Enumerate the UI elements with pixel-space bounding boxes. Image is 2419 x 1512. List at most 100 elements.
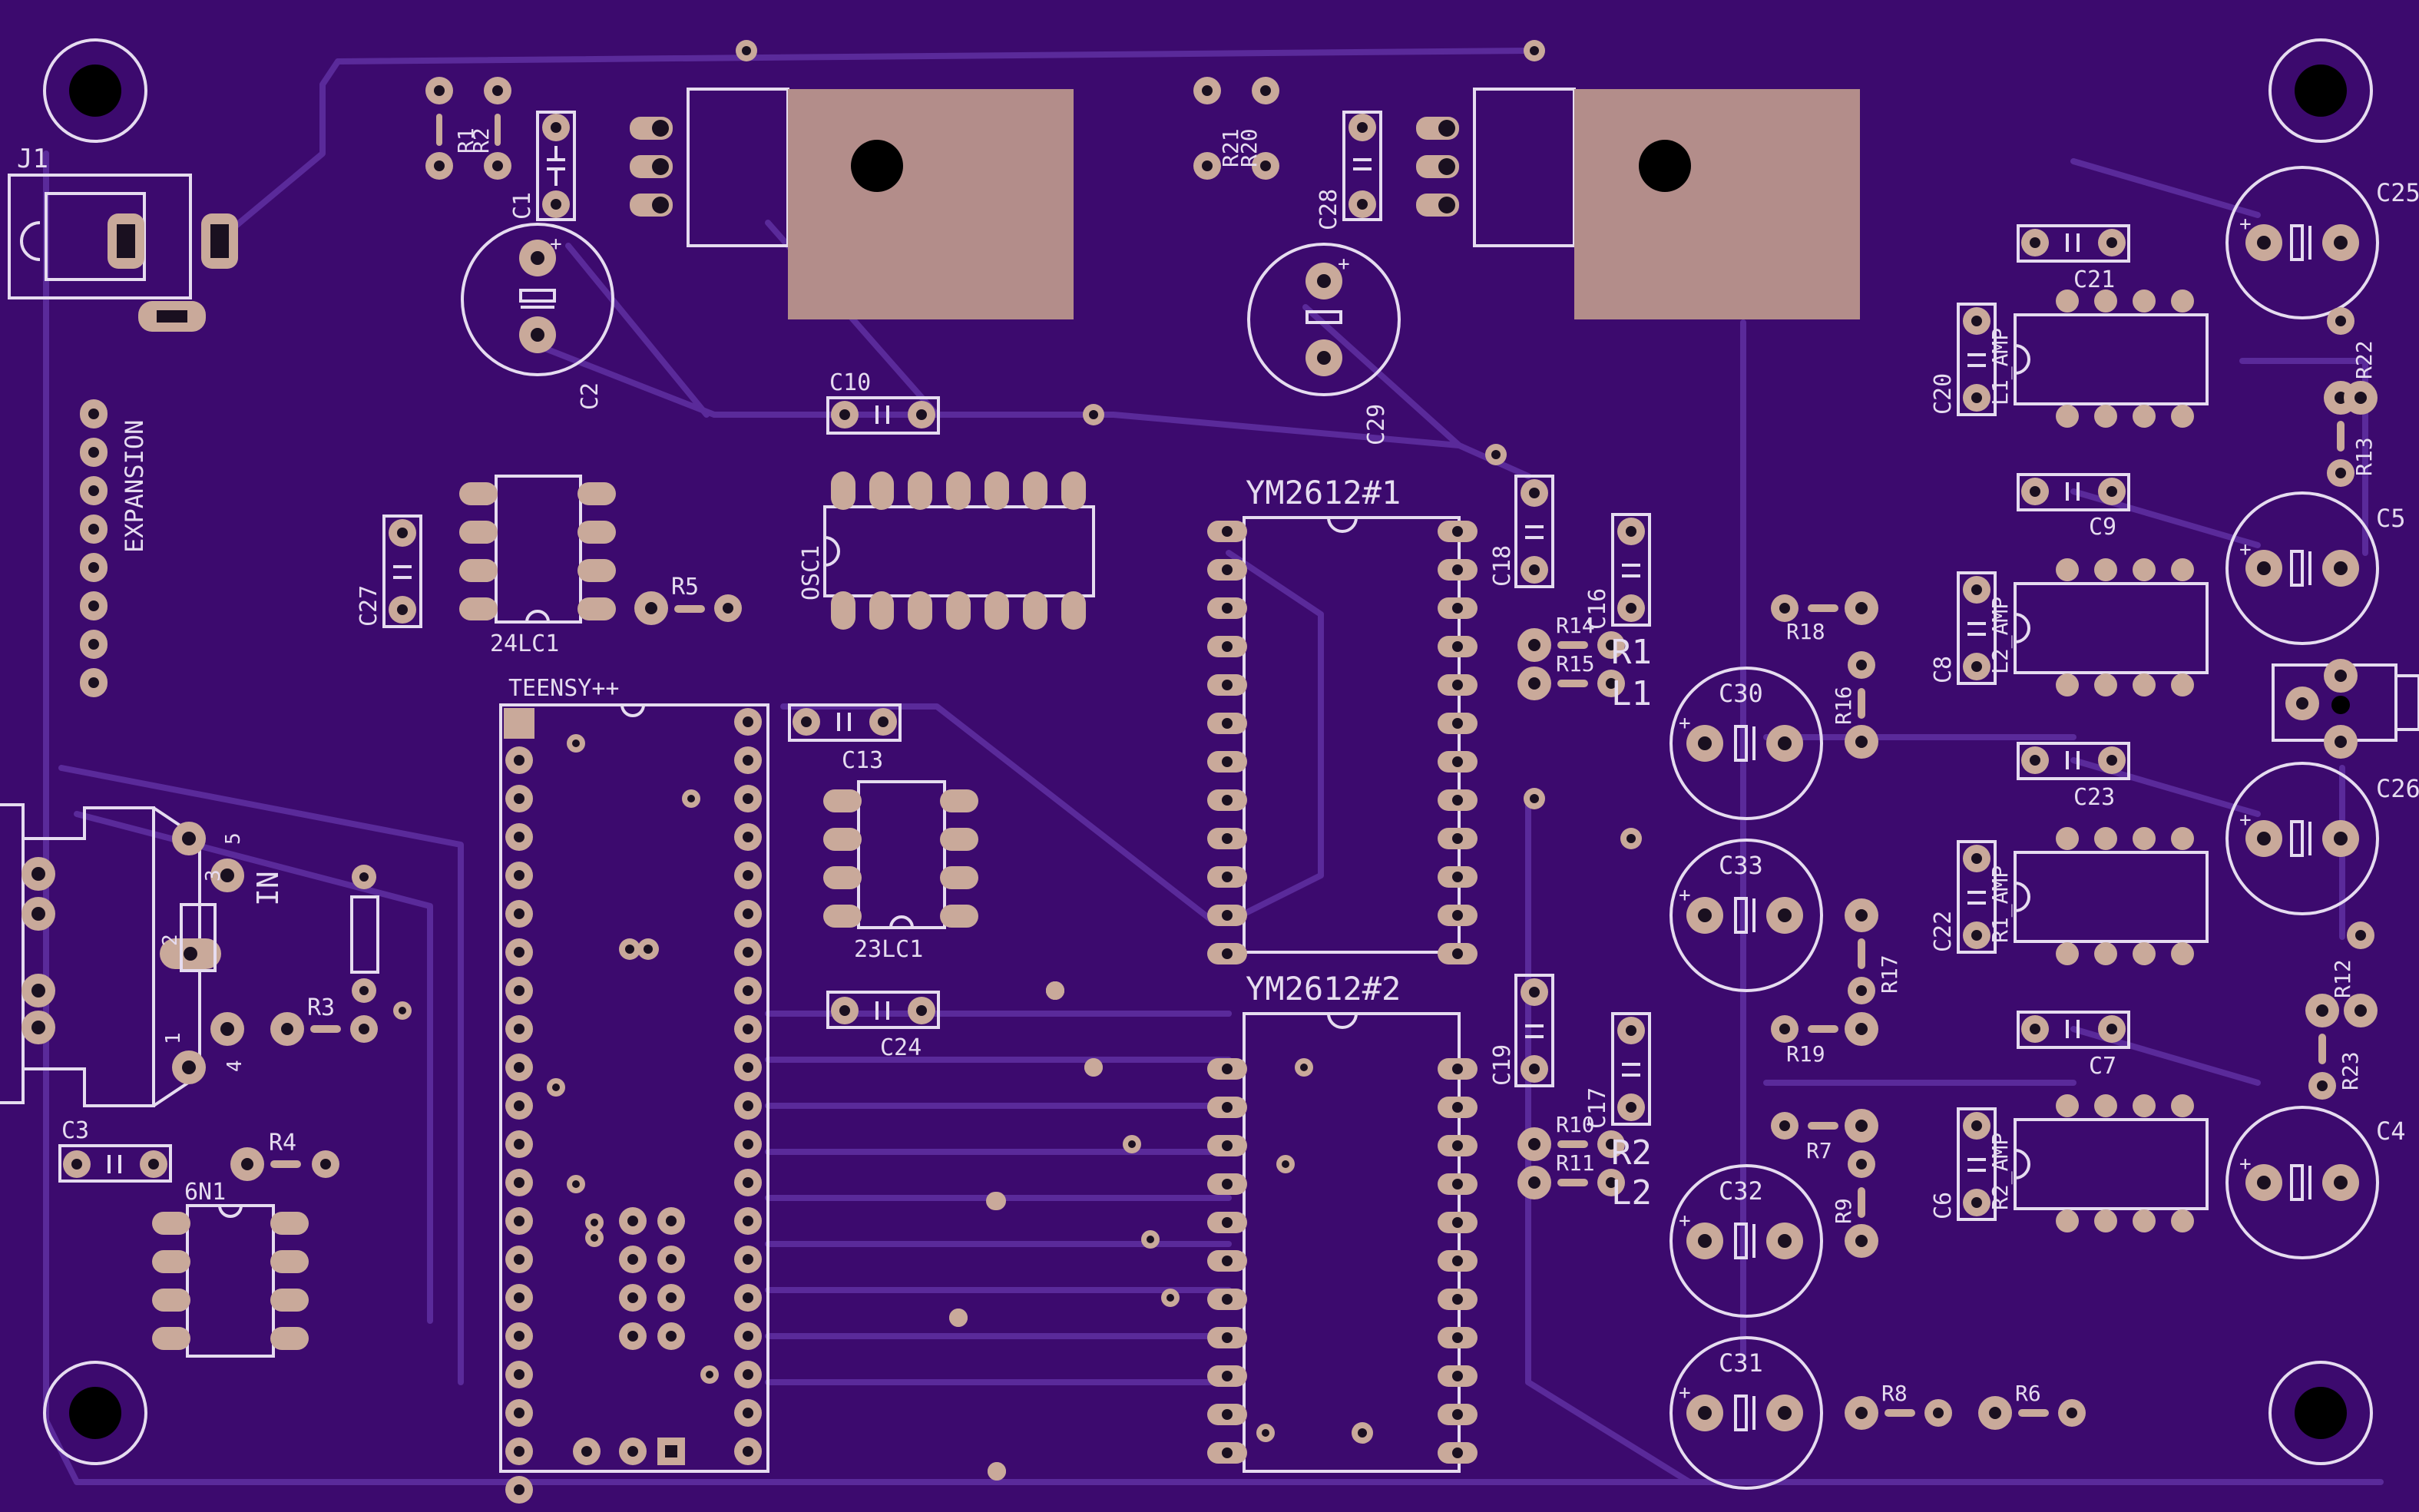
ym2-label: YM2612#2 [1246,970,1401,1007]
c9-label: C9 [2089,514,2116,541]
r16-r18-resistors: R18 R16 [1771,591,1878,759]
svg-text:+: + [2239,538,2252,561]
expansion-label: EXPANSION [120,420,149,553]
ym1-label: YM2612#1 [1246,474,1401,511]
osc1-label: OSC1 [798,545,825,600]
6n1-label: 6N1 [184,1179,226,1206]
svg-text:+: + [1338,253,1350,276]
mounting-hole-top-right [2268,38,2373,143]
l1-amp-label: L1_AMP [1987,328,2014,405]
r16-label: R16 [1831,686,1856,725]
c1-label: C1 [509,192,536,220]
r6-label: R6 [2015,1381,2041,1406]
r1-amp-label: R1_AMP [1987,865,2014,943]
r2-out-label: R2 [1611,1133,1652,1173]
r1-amp-pins [2056,827,2194,965]
r13-label: R13 [2351,437,2377,476]
l1-amp-pins [2056,289,2194,428]
r17-r19-resistors: R17 R19 [1771,898,1902,1067]
l1-amp-chip: L1_AMP [1987,289,2209,428]
c24-capacitor: C24 [826,991,940,1061]
r4-resistor: R4 [230,1130,339,1181]
r12-label: R12 [2330,959,2355,998]
ym2-left-pins [1207,1058,1247,1464]
c26-capacitor: + C26 [2225,762,2419,915]
c3-label: C3 [61,1117,89,1144]
svg-text:+: + [1679,884,1691,907]
r9-label: R9 [1831,1198,1856,1224]
c32-label: C32 [1719,1176,1763,1206]
mounting-hole-bottom-right [2268,1361,2373,1465]
c18-capacitor: C18 [1489,475,1554,588]
ym1-right-pins [1438,521,1478,964]
l1-out-label: L1 [1611,674,1652,713]
c25-label: C25 [2376,178,2419,207]
ym1-left-pins [1207,521,1247,964]
r3-label: R3 [307,994,335,1021]
24lc1-label: 24LC1 [490,630,559,657]
l2-out-label: L2 [1611,1173,1652,1213]
c7-capacitor: C7 [2017,1011,2130,1080]
c18-label: C18 [1489,545,1516,587]
mounting-hole-bottom-left [43,1361,147,1465]
c1-capacitor: C1 [509,111,576,221]
c27-capacitor: C27 [356,514,422,628]
c32-capacitor: + C32 [1669,1164,1823,1318]
c28-capacitor: C28 [1315,111,1382,230]
in-label: IN [251,871,285,906]
l2-amp-chip: L2_AMP [1987,558,2209,696]
c17-label: C17 [1584,1087,1611,1129]
midi-pin-3: 3 [202,869,225,882]
c2-label: C2 [577,382,604,410]
midi-pin-1: 1 [162,1032,185,1044]
svg-text:+: + [550,233,562,256]
c17-capacitor: C17 [1584,1012,1651,1129]
svg-text:+: + [1679,1381,1691,1404]
r11-label: R11 [1556,1150,1595,1176]
audio-output-jack [2272,659,2419,759]
ym2612-chip-2: YM2612#2 [1207,970,1478,1473]
mounting-hole-top-left [43,38,147,143]
r3-resistor: R3 [270,865,379,1046]
r1-out-label: R1 [1611,633,1652,672]
r10-label: R10 [1556,1112,1595,1137]
teensy-label: TEENSY++ [508,675,620,702]
svg-text:+: + [1679,1209,1691,1232]
svg-text:+: + [2239,809,2252,832]
c19-label: C19 [1489,1044,1516,1086]
c33-capacitor: + C33 [1669,839,1823,992]
23lc1-label: 23LC1 [854,936,923,963]
c13-capacitor: C13 [788,703,902,774]
voltage-regulator-1 [630,88,1074,319]
eeprom-24lc1: 24LC1 [459,475,616,657]
svg-text:+: + [2239,1153,2252,1176]
r4-label: R4 [269,1130,296,1156]
c22-label: C22 [1930,911,1957,952]
r7-label: R7 [1806,1138,1832,1163]
teensy-module: TEENSY++ [499,675,769,1504]
c29-capacitor: + C29 [1247,243,1401,445]
c30-capacitor: + C30 [1669,667,1823,820]
midi-pin-5: 5 [222,832,245,845]
c19-capacitor: C19 [1489,974,1554,1087]
r1-amp-chip: R1_AMP [1987,827,2209,965]
r6-r8-resistors: R8 R6 [1845,1381,2086,1430]
r23-label: R23 [2338,1051,2363,1090]
r19-label: R19 [1786,1041,1825,1067]
mounting-holes [43,38,2373,1465]
c4-capacitor: + C4 [2225,1106,2406,1259]
c21-capacitor: C21 [2017,224,2130,293]
c31-capacitor: + C31 [1669,1336,1823,1490]
c8-capacitor: C8 [1930,571,1997,685]
c13-label: C13 [842,747,883,774]
teensy-left-pins [505,746,533,1504]
l2-amp-label: L2_AMP [1987,597,2014,674]
r20-r21-resistors: R21 R20 [1193,77,1279,180]
vias [393,40,1642,1481]
c6-label: C6 [1930,1192,1957,1219]
c2-capacitor: + C2 [461,223,614,410]
c5-capacitor: + C5 [2225,491,2406,645]
c16-capacitor: C16 [1584,513,1651,630]
r2-amp-chip: R2_AMP [1987,1094,2209,1232]
